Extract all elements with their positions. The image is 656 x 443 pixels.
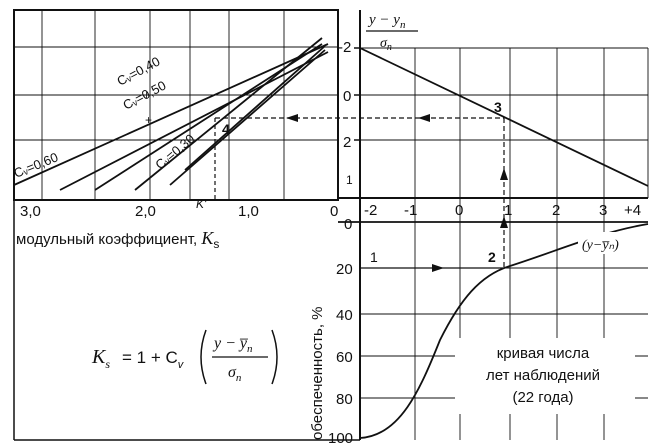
ks-axis-title-symbol: K <box>200 228 214 248</box>
deviation-title-den-sub: n <box>387 42 392 53</box>
formula-den-sub: n <box>236 372 242 384</box>
plus-mark-b: + <box>145 113 152 127</box>
note-line-2: лет наблюдений <box>486 367 600 384</box>
panel-deviation: y − yn σn -2 0 2 1 3 <box>338 10 649 199</box>
formula-paren-right <box>271 329 278 385</box>
cv-line-060 <box>13 43 329 186</box>
point-1-label: 1 <box>370 249 378 265</box>
panel-exceedance: -2 -1 0 1 2 3 +4 0 20 40 60 80 100 обесп… <box>309 198 649 443</box>
ks-axis-ticks: 3,0 2,0 1,0 0 <box>20 203 338 220</box>
formula: Ks = 1 + Cv y − y̅n σn <box>91 329 278 385</box>
exc-tick-20: 20 <box>336 261 353 278</box>
arrow-up-icon <box>500 168 508 180</box>
grid-top-left <box>14 10 338 200</box>
ks-axis-title: модульный коэффициент, Ks <box>16 228 219 251</box>
ks-tick-1: 1,0 <box>238 203 259 220</box>
panel-modular-coefficient: K' Cᵥ=0,60 Cᵥ=0,40 Cᵥ=0,50 Cᵥ=0,30 + + 4… <box>12 9 339 251</box>
deviation-tick-2: 2 <box>343 134 351 151</box>
formula-cv-sub: v <box>178 359 185 371</box>
plus-mark-a: + <box>143 88 150 102</box>
formula-lhs-k: K <box>91 346 107 368</box>
deviation-tick-neg2: -2 <box>338 39 351 56</box>
dev-x-tick-neg2: -2 <box>364 202 377 219</box>
formula-paren-left <box>200 329 207 385</box>
dev-x-tick-neg1: -1 <box>404 202 417 219</box>
grid-top-right <box>360 47 649 198</box>
arrow-left-icon <box>286 114 298 122</box>
cv-lines <box>13 37 329 191</box>
deviation-title-den: σn <box>380 36 392 53</box>
deviation-axis-title: y − yn σn <box>366 12 418 53</box>
exceedance-axis-title: обеспеченность, % <box>309 307 326 441</box>
formula-den: σn <box>228 364 242 384</box>
exc-tick-60: 60 <box>336 349 353 366</box>
deviation-title-num-sub: n <box>400 19 406 31</box>
exc-tick-0: 0 <box>344 216 352 233</box>
deviation-line <box>359 47 649 187</box>
point-3-label: 3 <box>494 99 502 115</box>
exc-tick-100: 100 <box>328 430 353 443</box>
ks-tick-3: 3,0 <box>20 203 41 220</box>
curve-label-bg <box>578 232 648 254</box>
note-line-3: (22 года) <box>512 389 573 406</box>
dev-x-tick-0: 0 <box>455 202 463 219</box>
formula-eq-text: = 1 + C <box>122 348 178 367</box>
dev-x-tick-3: 3 <box>599 202 607 219</box>
exceedance-y-ticks: 0 20 40 60 80 100 <box>328 216 353 443</box>
ks-tick-label: K' <box>196 197 207 211</box>
deviation-title-den-text: σ <box>380 36 388 51</box>
deviation-title-num: y − yn <box>367 12 406 31</box>
exc-tick-40: 40 <box>336 307 353 324</box>
arrow-right-icon <box>432 264 444 272</box>
ks-axis-title-text: модульный коэффициент, <box>16 231 201 248</box>
cv-line-steep <box>184 45 326 171</box>
arrow-left-icon-2 <box>418 114 430 122</box>
projection-2-to-3 <box>500 118 508 268</box>
curve-label: (y−y̅ₙ) <box>582 238 619 253</box>
formula-eq: = 1 + Cv <box>122 348 185 371</box>
frame-top-left <box>13 9 339 201</box>
note-bg <box>455 338 635 414</box>
point-2-label: 2 <box>488 249 496 265</box>
formula-lhs-sub: s <box>105 357 110 371</box>
cv-line-050 <box>59 51 329 191</box>
exc-tick-80: 80 <box>336 391 353 408</box>
projection-3-to-4 <box>215 114 504 122</box>
cv-line-030 <box>134 37 323 191</box>
point-4-label: 4 <box>222 121 230 137</box>
formula-den-text: σ <box>228 364 237 381</box>
formula-num: y − y̅n <box>212 335 253 355</box>
ks-axis-title-sub: s <box>213 237 219 251</box>
deviation-tick-1: 1 <box>346 173 353 187</box>
formula-num-text: y − y̅ <box>212 335 248 352</box>
note-line-1: кривая числа <box>497 345 590 362</box>
deviation-tick-0: 0 <box>343 88 351 105</box>
formula-lhs: Ks <box>91 346 110 371</box>
deviation-x-ticks: -2 -1 0 1 2 3 +4 <box>364 202 641 219</box>
ks-tick-0: 0 <box>330 203 338 220</box>
ks-tick-2: 2,0 <box>135 203 156 220</box>
formula-num-sub: n <box>247 343 253 355</box>
dev-x-tick-4: +4 <box>624 202 641 219</box>
dev-x-tick-1: 1 <box>504 202 512 219</box>
deviation-title-num-text: y − y <box>367 12 400 28</box>
dev-x-tick-2: 2 <box>552 202 560 219</box>
